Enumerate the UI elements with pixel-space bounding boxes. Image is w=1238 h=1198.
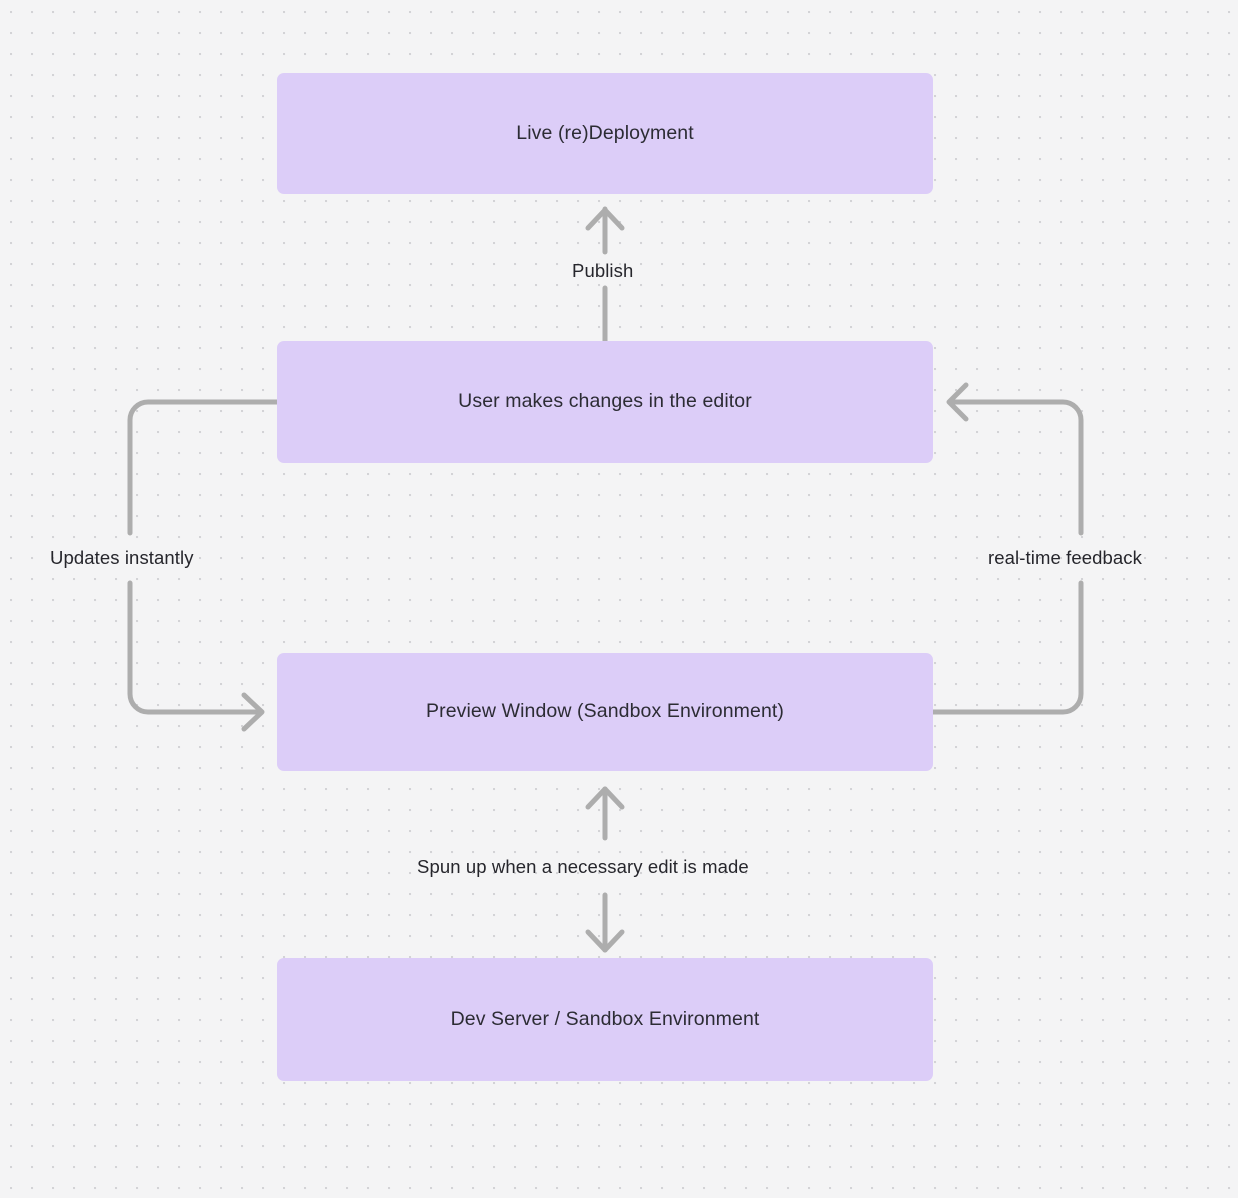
node-preview-window-label: Preview Window (Sandbox Environment) [426, 700, 784, 723]
edge-label-updates-instantly: Updates instantly [50, 547, 194, 568]
node-dev-server-label: Dev Server / Sandbox Environment [450, 1007, 760, 1030]
node-dev-server[interactable]: Dev Server / Sandbox Environment [277, 958, 933, 1081]
edge-label-publish: Publish [572, 260, 634, 281]
node-user-edits-label: User makes changes in the editor [458, 390, 752, 413]
node-live-deployment-label: Live (re)Deployment [516, 121, 694, 144]
node-live-deployment[interactable]: Live (re)Deployment [277, 73, 933, 194]
node-preview-window[interactable]: Preview Window (Sandbox Environment) [277, 653, 933, 771]
edge-label-real-time-feedback: real-time feedback [988, 547, 1142, 568]
node-user-edits[interactable]: User makes changes in the editor [277, 341, 933, 463]
edge-label-spun-up: Spun up when a necessary edit is made [417, 856, 749, 877]
